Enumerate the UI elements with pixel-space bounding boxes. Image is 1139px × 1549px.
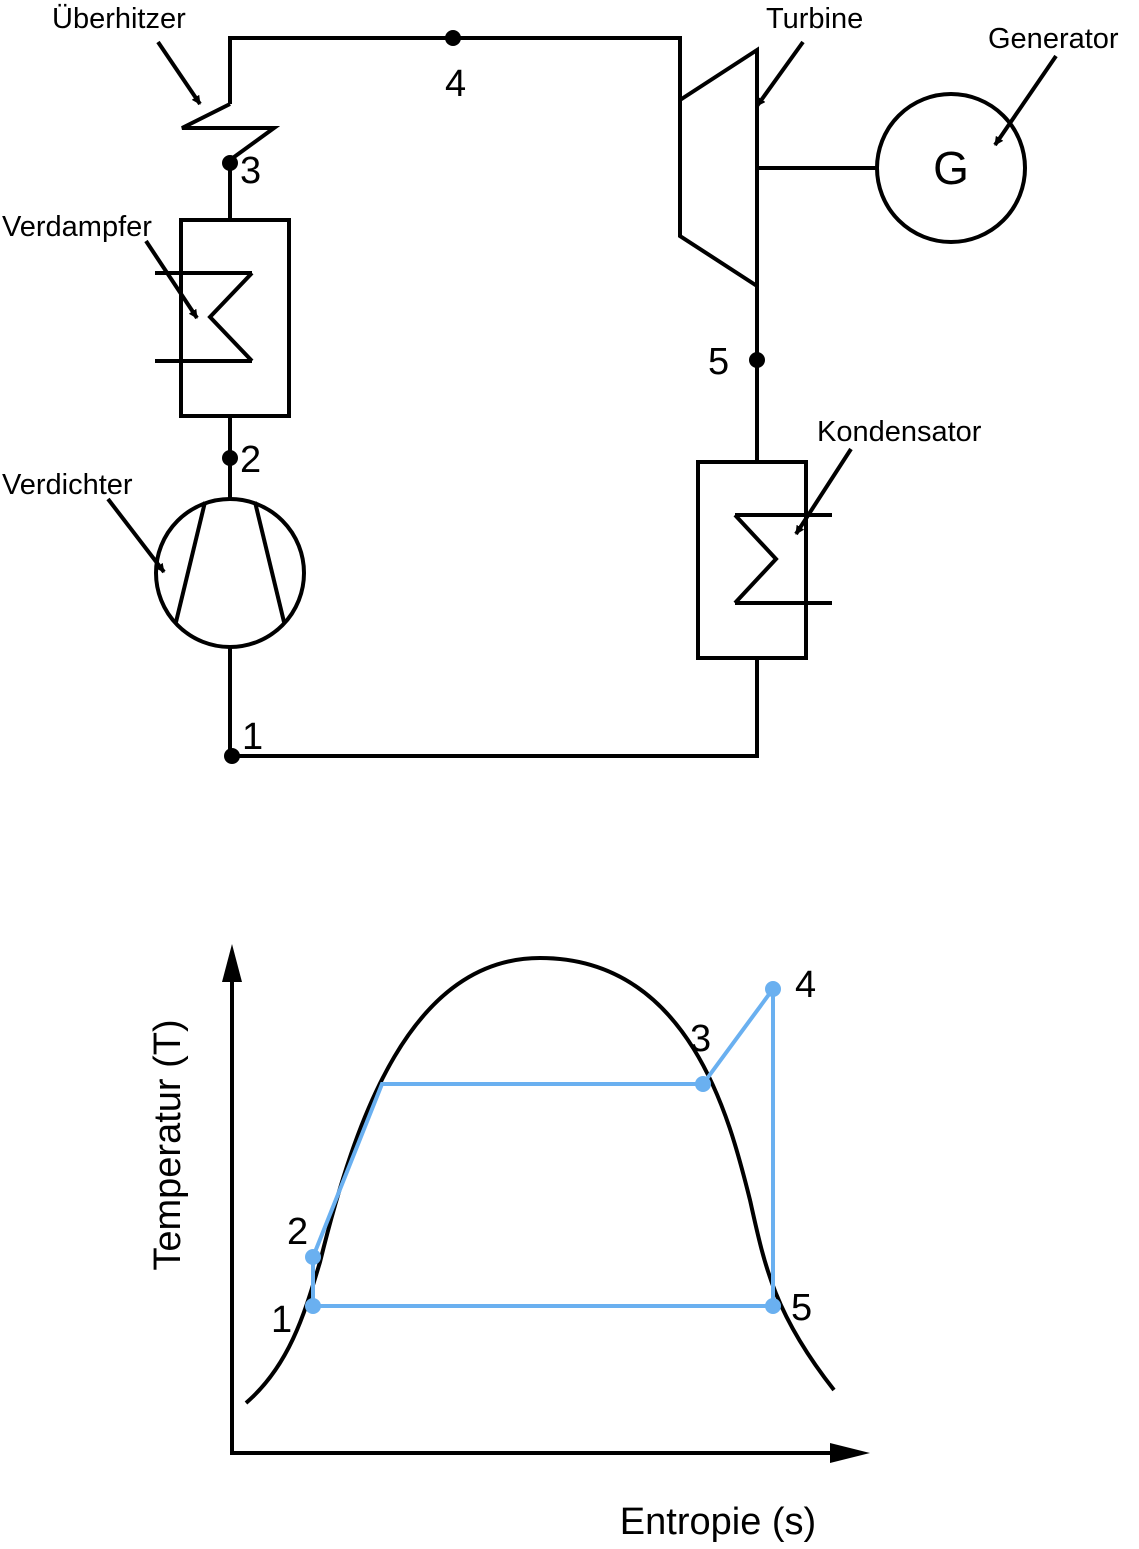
- evaporator-label: Verdampfer: [2, 211, 152, 243]
- component-labels: Überhitzer Turbine Generator Verdampfer …: [2, 3, 1119, 501]
- ts-label-4: 4: [795, 964, 816, 1006]
- turbine-arrow: [755, 40, 805, 108]
- generator-letter: G: [933, 142, 969, 194]
- ts-label-3: 3: [690, 1018, 711, 1060]
- superheater-symbol: [181, 102, 281, 162]
- pipe-loop: [228, 36, 876, 758]
- evaporator-arrow: [144, 239, 199, 320]
- state-label-5: 5: [708, 341, 729, 383]
- compressor-symbol: [154, 497, 306, 649]
- generator-symbol: [875, 92, 1027, 244]
- ts-y-axis-label: Temperatur (T): [147, 1019, 189, 1270]
- condenser-arrow: [794, 447, 853, 536]
- cycle-point-5: [765, 1298, 781, 1314]
- plant-schematic: G 1: [2, 3, 1119, 764]
- state-dot-4: [445, 30, 461, 46]
- compressor-arrow: [106, 497, 166, 574]
- state-dot-2: [222, 450, 238, 466]
- saturation-dome: [244, 955, 836, 1405]
- superheater-label: Überhitzer: [52, 3, 186, 35]
- cycle-point-labels: 1 2 3 4 5: [271, 964, 816, 1341]
- state-dot-5: [749, 352, 765, 368]
- cycle-point-3: [695, 1076, 711, 1092]
- cycle-points: [305, 981, 781, 1314]
- state-dot-3: [222, 155, 238, 171]
- turbine-label: Turbine: [766, 3, 863, 35]
- schematic-state-dots: [222, 30, 765, 764]
- ts-y-axis-arrowhead: [222, 944, 242, 982]
- cycle-point-2: [305, 1249, 321, 1265]
- ts-diagram: 1 2 3 4 5 Entropie (s) Temperatur (T): [147, 944, 870, 1543]
- cycle-point-1: [305, 1298, 321, 1314]
- pipe-compressor-to-condenser: [228, 646, 759, 758]
- callout-arrows: [106, 40, 1058, 574]
- state-label-3: 3: [240, 150, 261, 192]
- schematic-state-labels: 1 2 3 4 5: [240, 63, 729, 758]
- state-dot-1: [224, 748, 240, 764]
- ts-label-2: 2: [287, 1211, 308, 1253]
- generator-label: Generator: [988, 23, 1119, 55]
- superheater-arrow: [156, 40, 202, 106]
- ts-x-axis-label: Entropie (s): [620, 1501, 816, 1543]
- state-label-4: 4: [445, 63, 466, 105]
- ts-label-5: 5: [791, 1287, 812, 1329]
- condenser-label: Kondensator: [817, 416, 982, 448]
- turbine-symbol: [678, 46, 759, 290]
- compressor-label: Verdichter: [2, 469, 133, 501]
- cycle-point-4: [765, 981, 781, 997]
- ts-x-axis-arrowhead: [830, 1443, 870, 1463]
- state-label-2: 2: [240, 439, 261, 481]
- ts-label-1: 1: [271, 1299, 292, 1341]
- generator-arrow: [993, 54, 1058, 147]
- state-label-1: 1: [242, 716, 263, 758]
- condenser-symbol: [696, 460, 832, 660]
- evaporator-symbol: [155, 218, 291, 418]
